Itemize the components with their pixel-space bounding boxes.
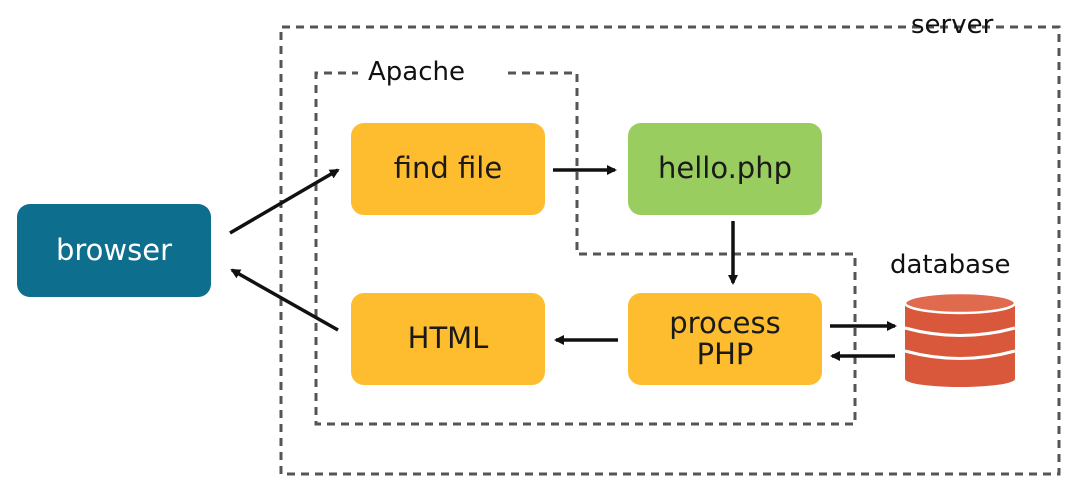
process-php-node: process PHP xyxy=(628,293,822,385)
hello-php-node-label: hello.php xyxy=(658,151,792,186)
browser-node: browser xyxy=(17,204,211,297)
server-label: server xyxy=(911,10,994,40)
apache-label: Apache xyxy=(368,57,465,87)
server-boundary xyxy=(279,25,1061,476)
arrow-browser-to-find-file xyxy=(229,168,340,235)
find-file-node: find file xyxy=(351,123,545,215)
arrow-html-to-browser xyxy=(230,268,339,332)
process-php-node-label-line1: process xyxy=(669,305,781,340)
hello-php-node: hello.php xyxy=(628,123,822,215)
apache-boundary xyxy=(314,71,857,426)
html-node-label: HTML xyxy=(407,321,489,356)
database-label: database xyxy=(890,250,1011,280)
process-php-node-label-line2: PHP xyxy=(696,337,754,371)
browser-node-label: browser xyxy=(55,232,173,267)
find-file-node-label: find file xyxy=(393,151,503,186)
html-node: HTML xyxy=(351,293,545,385)
database-icon xyxy=(903,291,1017,387)
